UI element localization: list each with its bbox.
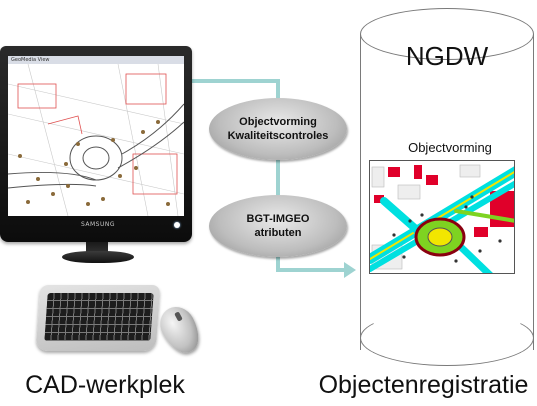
arrow-monitor-to-steps (192, 79, 280, 98)
object-map-preview (369, 160, 515, 274)
screen-titlebar: GeoMedia View (8, 56, 184, 64)
step-1-line-2: Kwaliteitscontroles (227, 130, 329, 142)
keyboard-key-rows (44, 293, 154, 341)
cylinder-bottom (360, 310, 534, 366)
database-name: NGDW (405, 41, 489, 71)
monitor-brand: SAMSUNG (80, 221, 116, 228)
preview-title: Objectvorming (408, 140, 492, 155)
step-1-line-1: Objectvorming (239, 116, 317, 128)
cad-drawing (8, 64, 184, 216)
cad-werkplek-label: CAD-werkplek (25, 371, 185, 399)
cylinder-top (360, 8, 534, 60)
step-bgt-imgeo: BGT-IMGEO atributen (209, 195, 347, 257)
power-button (174, 222, 180, 228)
step-2-line-1: BGT-IMGEO (246, 213, 310, 225)
step-2-line-2: atributen (254, 227, 302, 239)
arrow-head-database (344, 262, 356, 278)
cad-screen: GeoMedia View (8, 56, 184, 216)
objectenregistratie-label: Objectenregistratie (318, 371, 529, 399)
monitor-stand-base (62, 251, 134, 263)
step-objectvorming: Objectvorming Kwaliteitscontroles (209, 98, 347, 160)
object-map (370, 161, 514, 273)
arrow-to-database (276, 257, 344, 272)
